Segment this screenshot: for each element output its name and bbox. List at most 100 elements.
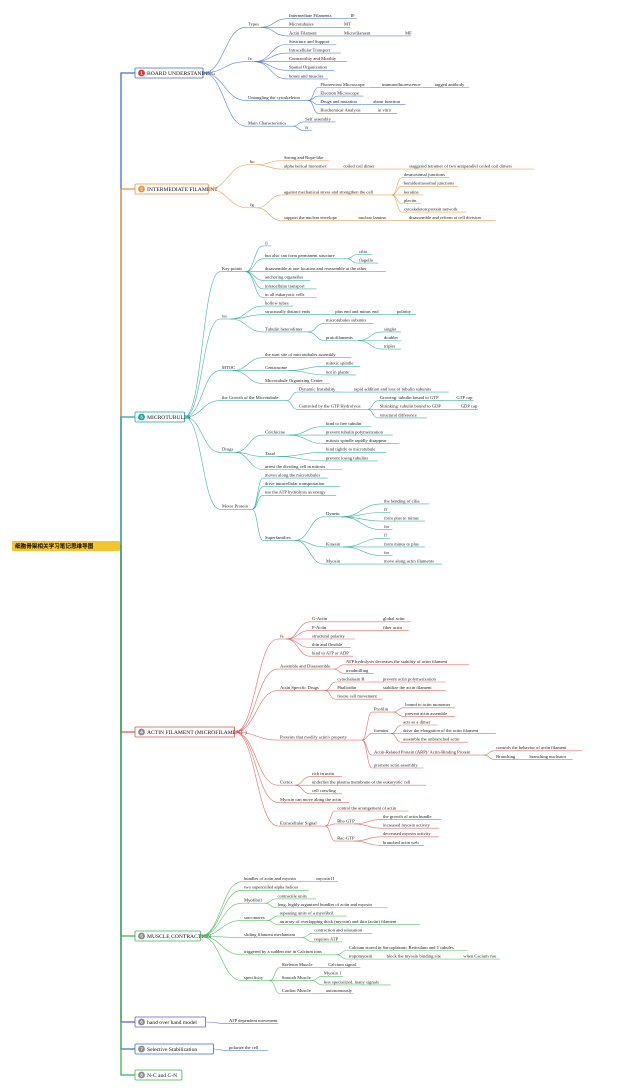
node-decreased-myosin-activity[interactable]: decreased myosin activity <box>383 831 431 836</box>
node-if[interactable]: IF <box>351 13 356 18</box>
root-node[interactable]: 细胞骨架相关学习笔记思维导图 <box>12 541 120 551</box>
node-motor-protein[interactable]: Motor Protein <box>222 504 249 509</box>
node-in-all-eukaryotic-cells[interactable]: in all eukaryotic cells <box>265 292 305 297</box>
node-bind-to-atp-or-adp[interactable]: bind to ATP or ADP <box>312 651 349 656</box>
node-contractility-and-motility[interactable]: Contractility and Motility <box>289 56 337 61</box>
node-key-points[interactable]: Key points <box>222 266 242 271</box>
node-fro[interactable]: fro <box>384 524 390 529</box>
node-kinesin[interactable]: Kinesin <box>326 541 341 546</box>
node-myosin-can-move-along-the-actin[interactable]: Myosin can move along the actin <box>280 797 342 802</box>
node-triggered-by-a-sudden-rise-in-calcium-io[interactable]: triggered by a sudden rise in Calcium io… <box>244 949 322 954</box>
node-disassemble-at-one-location-and-reassemb[interactable]: disassemble at one location and reassemb… <box>265 266 367 271</box>
node-extracellular-signal[interactable]: Extracellular Signal <box>280 820 317 825</box>
node-contractile-units[interactable]: contractile units <box>277 893 307 898</box>
node-cytochalasin-b[interactable]: cytochalasin B <box>337 676 364 681</box>
node-controls-the-behavior-of-actin-filament[interactable]: controls the behavior of actin filament <box>496 745 567 750</box>
node-prevent-actin-assemble[interactable]: prevent actin assemble <box>405 711 447 716</box>
node-from-plus-to-minus[interactable]: from plus to minus <box>384 516 419 521</box>
node-freeze-cell-movement[interactable]: freeze cell movement <box>337 694 377 699</box>
node-microtubule-organizing-center[interactable]: Microtubule Organizing Center <box>265 378 323 383</box>
node-an-array-of-overlapping-thick-myosin-and[interactable]: an array of overlapping thick (myosin) a… <box>280 919 397 924</box>
node-gtp-cap[interactable]: GTP cap <box>456 395 473 400</box>
node-control-the-arrangement-of-actin[interactable]: control the arrangement of actin <box>337 805 397 810</box>
node-drugs-and-mutation[interactable]: Drugs and mutation <box>320 99 357 104</box>
node-taxol[interactable]: Taxol <box>265 451 276 456</box>
node-underlies-the-plasma-membrane-of-the-euk[interactable]: underlies the plasma membrane of the euk… <box>312 780 411 785</box>
node-fi[interactable]: fi <box>305 125 309 130</box>
node-atp-dependent-movement[interactable]: ATP dependent movement <box>229 1018 278 1023</box>
node-triplet[interactable]: triplet <box>384 344 396 349</box>
node-spatial-organization[interactable]: Spatial Organization <box>289 65 328 70</box>
node-smooth-muscle[interactable]: Smooth Muscle <box>282 975 311 980</box>
node-cell-crawling[interactable]: cell crawling <box>312 788 337 793</box>
node-fluorescent-microscope[interactable]: Fluorescent Microscope <box>320 82 364 87</box>
node-singlet[interactable]: singlet <box>384 326 397 331</box>
node-calcium-stored-in-sarcoplasmic-reticulum[interactable]: Calcium stored in Sarcoplasmic Reticulum… <box>349 945 454 950</box>
node-drive-intracellular-transportation[interactable]: drive intracellular transportation <box>265 481 325 486</box>
node-phalloidin[interactable]: Phalloidin <box>337 685 357 690</box>
node-less-specialized-many-signals[interactable]: less specialized, many signals <box>324 979 379 985</box>
node-formins[interactable]: formins <box>374 728 389 733</box>
node-the-bending-of-cilia[interactable]: the bending of cilia <box>384 498 420 503</box>
node-use-the-atp-hydrolysis-as-energy[interactable]: use the ATP hydrolysis as energy <box>265 490 326 495</box>
node-mitosis-spindle-rapidly-disappear[interactable]: mitosis spindle rapidly disappear <box>326 438 387 443</box>
node-microtubules[interactable]: Microtubules <box>289 22 314 27</box>
node-polarize-the-cell[interactable]: polarize the cell <box>229 1045 259 1050</box>
node-electron-microscope[interactable]: Electron Microscope <box>320 91 358 96</box>
node-myosin-ii[interactable]: myosin II <box>316 876 334 881</box>
node-atp-hydrolysis-decreases-the-stability-o[interactable]: ATP hydrolysis decreases the stability o… <box>346 659 448 664</box>
node-specificity[interactable]: specificity <box>244 975 264 980</box>
node-mtoc[interactable]: MTOC <box>222 365 235 370</box>
node-gdp-cap[interactable]: GDP cap <box>461 404 478 409</box>
node-f-actin[interactable]: F-Actin <box>312 625 327 630</box>
node-actin-related-protein-arp-actin-binding-[interactable]: Actin-Related Protein (ARP)/ Actin-Bindi… <box>374 750 471 755</box>
node-structural-difference[interactable]: structural difference <box>380 412 417 417</box>
node-anchoring-organelles[interactable]: anchoring organelles <box>265 275 304 280</box>
node-rich-in-actin[interactable]: rich in actin <box>312 771 335 776</box>
node-proteins-that-modify-actin-s-property[interactable]: Proteins that modify actin's property <box>280 734 348 739</box>
node-controled-by-the-gtp-hydrolysis[interactable]: Controled by the GTP Hydrolysis <box>299 404 361 409</box>
node-intracellular-transport[interactable]: Intracellular Transport <box>289 48 331 53</box>
node-actin-filament[interactable]: Actin Filament <box>289 30 317 35</box>
node-drive-the-elongation-of-the-actin-filame[interactable]: drive the elongation of the actin filame… <box>403 728 479 733</box>
node-skeleton-muscle[interactable]: Skeleton Muscle <box>282 962 313 967</box>
node-coiled-coil-dimer[interactable]: coiled coil dimer <box>343 164 375 169</box>
node-nuclear-lamina[interactable]: nuclear lamina <box>359 215 386 220</box>
node-tropomyosin[interactable]: tropomyosin <box>349 954 373 959</box>
node-move-along-actin-filaments[interactable]: move along actin filaments <box>384 559 434 564</box>
node-strong-and-rope-like[interactable]: Strong and Rope-like <box>284 155 323 160</box>
node-plectin[interactable]: plectin <box>404 198 417 203</box>
node-from-minus-to-plus[interactable]: from minus to plus <box>384 541 419 546</box>
node-mf[interactable]: MF <box>405 30 412 35</box>
node-centrosome[interactable]: Centrosome <box>265 365 287 370</box>
node-the-growth-of-the-microtubule[interactable]: the Growth of the Microtubule <box>222 395 278 400</box>
node-hemidesmosomal-junctions[interactable]: hemidesmosomal junctions <box>404 181 454 186</box>
node-requires-atp[interactable]: requires ATP <box>314 936 338 941</box>
node-when-cacium-rise[interactable]: when Cacium rise <box>463 954 496 959</box>
node-shrinking-tubulin-bound-to-gdp[interactable]: Shrinking: tubulin bound to GDP <box>380 404 442 409</box>
node-myofibril[interactable]: Myofibril <box>244 898 263 903</box>
node-fro[interactable]: fro <box>384 550 390 555</box>
node-cilia[interactable]: cilia <box>359 249 367 254</box>
node-main-characteristics[interactable]: Main Characteristics <box>248 121 286 126</box>
node-prevent-actin-polymerization[interactable]: prevent actin polymerization <box>383 676 437 681</box>
node-global-actin[interactable]: global actin <box>383 616 405 621</box>
node-block-the-myosin-binding-site[interactable]: block the myosin binding site <box>387 954 441 959</box>
node-acts-as-a-dimer[interactable]: acts as a dimer <box>403 719 431 724</box>
node-moves-along-the-microtubules[interactable]: moves along the microtubules <box>265 473 320 478</box>
node-keratins[interactable]: keratins <box>404 189 419 194</box>
node-sliding-filament-mechanism[interactable]: sliding filament mechanism <box>244 932 295 937</box>
root-node-box[interactable] <box>12 541 120 551</box>
node-prevent-tubulin-polymerization[interactable]: prevent tubulin polymerization <box>326 430 384 435</box>
node-branching-nucleator[interactable]: branching nucleator <box>530 754 567 759</box>
node-prevent-losing-tubulins[interactable]: prevent losing tubulins <box>326 455 368 460</box>
node-the-start-site-of-microtubules-assembly[interactable]: the start site of microtubules assembly <box>265 352 336 357</box>
node-doublet[interactable]: doublet <box>384 335 399 340</box>
node-assemble-the-unbranched-actin[interactable]: assemble the unbranched actin <box>403 737 460 742</box>
node-myosin-1[interactable]: Myosin 1 <box>324 971 342 976</box>
node-hollow-tubes[interactable]: hollow tubes <box>265 301 289 306</box>
node-dynamic-instability[interactable]: Dynamic Instability <box>299 387 336 392</box>
